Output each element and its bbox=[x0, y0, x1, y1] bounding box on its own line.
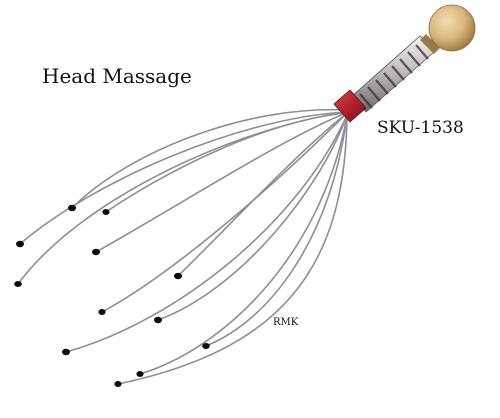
tip-4 bbox=[102, 209, 110, 215]
prong-6 bbox=[177, 113, 347, 277]
prong-7 bbox=[101, 113, 347, 313]
prong-4 bbox=[105, 112, 347, 213]
prong-5 bbox=[95, 112, 347, 253]
tip-12 bbox=[114, 381, 122, 387]
tip-10 bbox=[202, 343, 210, 349]
prong-9 bbox=[65, 114, 348, 353]
prong-1 bbox=[71, 108, 347, 209]
tip-8 bbox=[154, 316, 162, 324]
sku-label: SKU-1538 bbox=[377, 118, 464, 138]
prong-2 bbox=[19, 111, 347, 245]
prong-8 bbox=[157, 114, 348, 321]
red-collar bbox=[333, 89, 367, 123]
tip-9 bbox=[62, 348, 70, 356]
tip-5 bbox=[92, 248, 100, 256]
wooden-ball bbox=[420, 4, 476, 54]
tip-3 bbox=[14, 281, 22, 287]
prong-11 bbox=[139, 115, 348, 375]
product-title: Head Massage bbox=[42, 64, 192, 88]
prong-12 bbox=[117, 115, 348, 385]
tip-6 bbox=[174, 272, 182, 280]
tip-11 bbox=[136, 371, 144, 377]
twisted-handle bbox=[351, 35, 435, 113]
maker-mark: RMK bbox=[273, 317, 299, 328]
prong-tips bbox=[14, 204, 210, 387]
prong-10 bbox=[205, 115, 348, 347]
tip-2 bbox=[16, 240, 24, 248]
wire-prongs bbox=[17, 108, 348, 385]
tip-1 bbox=[68, 204, 76, 212]
tip-7 bbox=[98, 309, 106, 315]
